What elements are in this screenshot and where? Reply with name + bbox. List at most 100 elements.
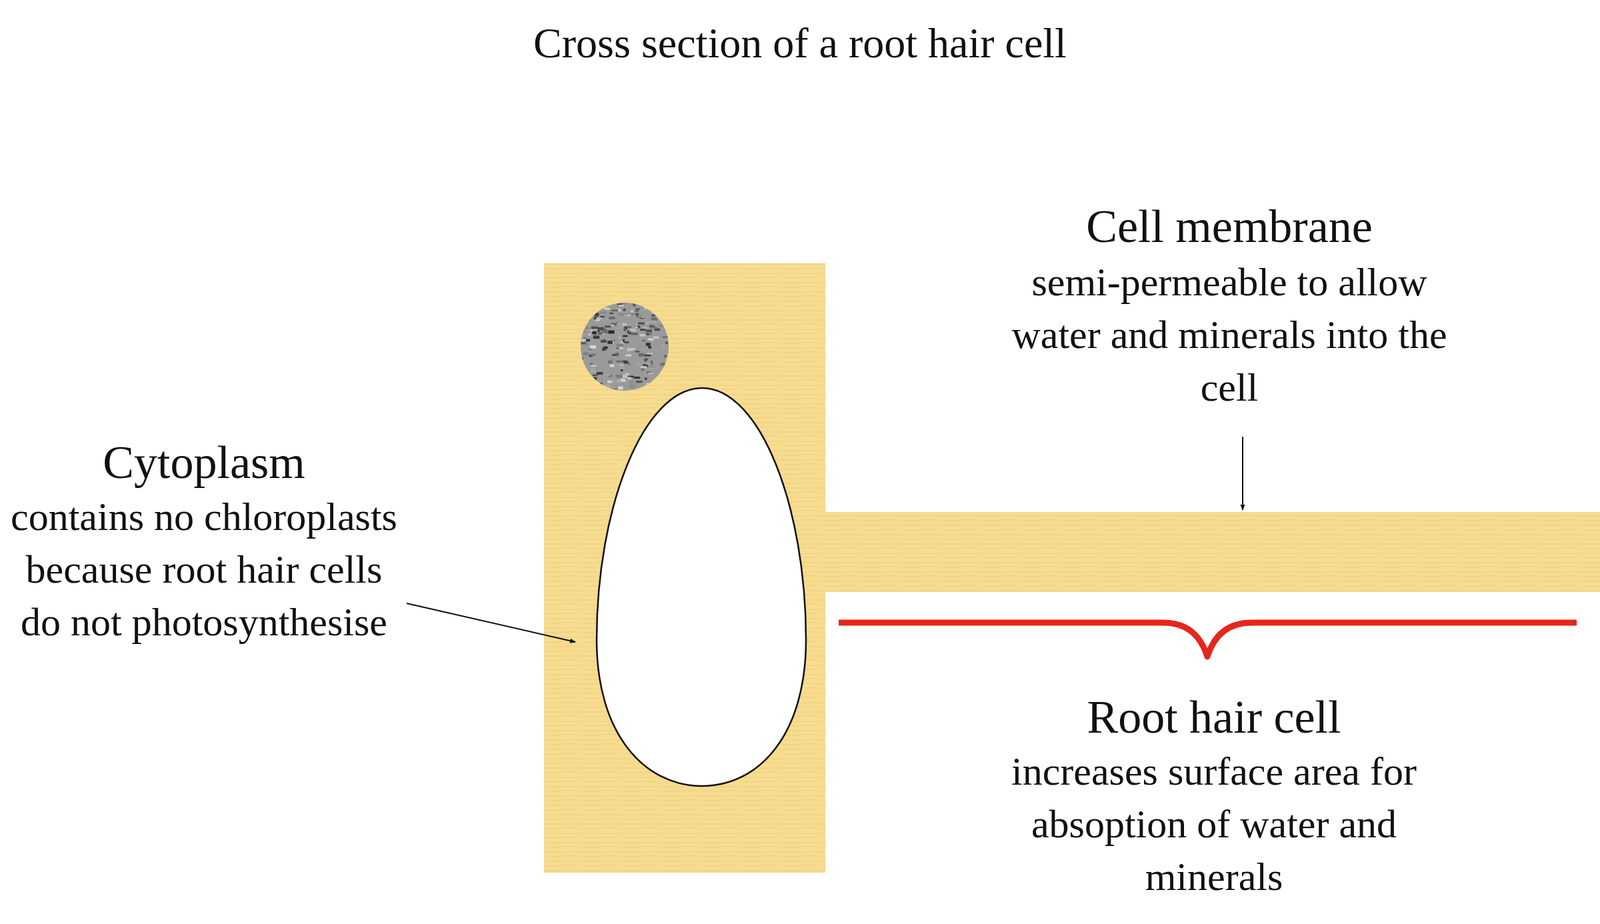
- texture-fleck: [590, 388, 596, 390]
- texture-fleck: [627, 348, 630, 352]
- texture-fleck: [646, 342, 651, 346]
- texture-fleck: [618, 364, 624, 366]
- texture-fleck: [582, 370, 586, 374]
- texture-fleck: [645, 306, 650, 308]
- texture-fleck: [592, 374, 598, 376]
- texture-fleck: [582, 378, 589, 381]
- texture-fleck: [622, 374, 628, 378]
- texture-fleck: [597, 327, 604, 331]
- texture-fleck: [582, 318, 588, 321]
- texture-fleck: [609, 364, 614, 368]
- texture-fleck: [602, 330, 609, 334]
- texture-fleck: [666, 328, 669, 330]
- title: Cross section of a root hair cell: [400, 18, 1200, 68]
- root-hair: [824, 512, 1600, 592]
- texture-fleck: [653, 336, 660, 338]
- texture-fleck: [594, 389, 599, 392]
- texture-fleck: [604, 308, 610, 310]
- texture-fleck: [585, 380, 588, 382]
- texture-fleck: [581, 311, 586, 315]
- texture-fleck: [638, 353, 644, 357]
- vacuole: [596, 388, 806, 786]
- texture-fleck: [616, 322, 620, 324]
- texture-fleck: [664, 369, 667, 372]
- texture-fleck: [628, 376, 632, 380]
- texture-fleck: [662, 378, 668, 382]
- note-text: semi-permeable to allow water and minera…: [996, 256, 1463, 414]
- texture-fleck: [596, 308, 600, 310]
- texture-fleck: [608, 360, 613, 364]
- texture-fleck: [646, 332, 653, 336]
- texture-fleck: [581, 304, 584, 306]
- texture-fleck: [638, 322, 645, 324]
- texture-fleck: [590, 365, 596, 367]
- texture-fleck: [604, 334, 607, 338]
- texture-fleck: [585, 327, 590, 329]
- texture-fleck: [591, 377, 598, 380]
- texture-fleck: [616, 374, 623, 378]
- texture-fleck: [587, 388, 592, 391]
- texture-fleck: [585, 385, 592, 387]
- texture-fleck: [597, 387, 601, 391]
- texture-fleck: [610, 324, 614, 326]
- texture-fleck: [627, 330, 630, 334]
- texture-fleck: [650, 381, 654, 383]
- texture-fleck: [583, 356, 586, 358]
- texture-fleck: [604, 325, 611, 328]
- texture-fleck: [622, 339, 625, 342]
- texture-fleck: [604, 389, 609, 393]
- texture-fleck: [586, 308, 591, 311]
- texture-fleck: [648, 364, 654, 368]
- texture-fleck: [628, 390, 634, 393]
- texture-fleck: [662, 336, 670, 338]
- texture-fleck: [646, 322, 649, 325]
- texture-fleck: [666, 310, 672, 312]
- texture-fleck: [628, 362, 631, 365]
- texture-fleck: [597, 330, 600, 332]
- texture-fleck: [595, 302, 602, 306]
- texture-fleck: [581, 339, 586, 342]
- cell-body: [544, 263, 826, 873]
- texture-fleck: [590, 353, 596, 356]
- texture-fleck: [598, 388, 603, 392]
- texture-fleck: [611, 323, 617, 326]
- texture-fleck: [640, 328, 646, 331]
- texture-fleck: [596, 372, 604, 375]
- texture-fleck: [586, 319, 590, 321]
- texture-fleck: [642, 304, 648, 306]
- texture-fleck: [627, 326, 632, 328]
- texture-fleck: [629, 384, 635, 388]
- texture-fleck: [662, 345, 665, 348]
- texture-fleck: [581, 317, 588, 320]
- texture-fleck: [646, 329, 652, 332]
- texture-fleck: [624, 312, 628, 316]
- texture-fleck: [582, 372, 584, 374]
- texture-fleck: [580, 357, 584, 360]
- texture-fleck: [618, 313, 624, 316]
- texture-fleck: [612, 339, 616, 342]
- texture-fleck: [583, 376, 590, 378]
- texture-fleck: [661, 311, 664, 314]
- texture-fleck: [638, 312, 642, 316]
- texture-fleck: [638, 325, 641, 328]
- texture-fleck: [661, 320, 665, 322]
- texture-fleck: [616, 360, 622, 363]
- texture-fleck: [598, 332, 603, 336]
- texture-fleck: [624, 361, 629, 364]
- texture-fleck: [648, 346, 652, 349]
- texture-fleck: [582, 331, 587, 334]
- texture-fleck: [658, 373, 664, 376]
- texture-fleck: [611, 310, 618, 312]
- texture-fleck: [587, 380, 592, 382]
- texture-fleck: [624, 341, 630, 343]
- texture-fleck: [640, 334, 646, 336]
- texture-fleck: [662, 318, 668, 320]
- texture-fleck: [632, 302, 636, 306]
- texture-fleck: [620, 366, 624, 369]
- texture-fleck: [630, 310, 634, 312]
- texture-fleck: [600, 311, 607, 314]
- texture-fleck: [582, 324, 585, 326]
- texture-fleck: [600, 340, 607, 343]
- texture-fleck: [665, 341, 668, 344]
- leader-line: [1242, 436, 1244, 510]
